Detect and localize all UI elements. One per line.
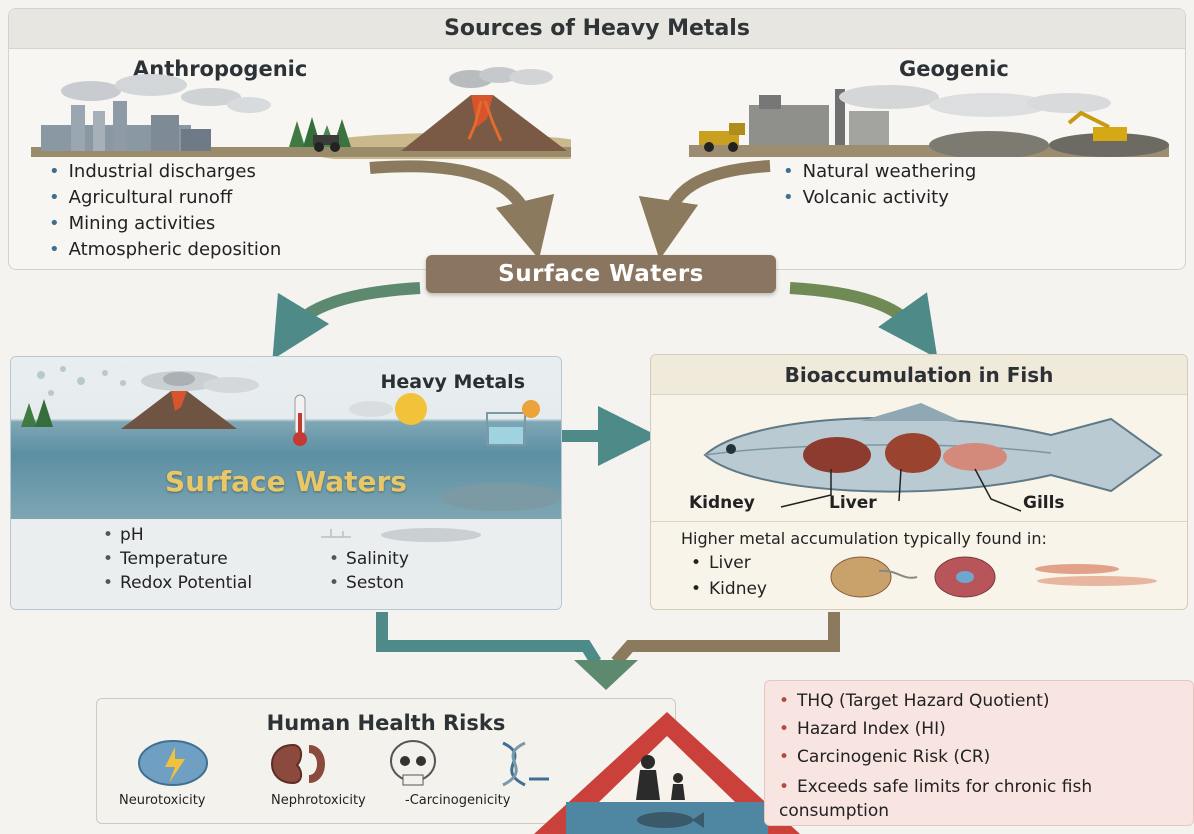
risk-carcinogenicity: -Carcinogenicity <box>405 793 510 808</box>
param-redox: Redox Potential <box>103 573 252 593</box>
arrow-surface-to-water-panel <box>288 288 420 334</box>
fish-anatomy-illustration <box>691 395 1181 523</box>
risk-nephrotoxicity: Nephrotoxicity <box>271 793 366 808</box>
metric-hi: Hazard Index (HI) <box>779 717 946 741</box>
water-illustration: Heavy Metals Surface Waters <box>11 357 561 519</box>
param-salinity: Salinity <box>329 549 409 569</box>
risk-neurotoxicity: Neurotoxicity <box>119 793 205 808</box>
metric-thq: THQ (Target Hazard Quotient) <box>779 689 1050 713</box>
sediment-sketch <box>311 523 511 547</box>
arrow-down-to-health <box>574 660 638 690</box>
brain-icon <box>139 741 207 785</box>
metric-cr: Carcinogenic Risk (CR) <box>779 745 990 769</box>
param-temperature: Temperature <box>103 549 228 569</box>
param-ph: pH <box>103 525 144 545</box>
organ-illustrations <box>827 551 1177 603</box>
organ-kidney: Kidney <box>691 579 767 599</box>
surface-waters-title: Surface Waters <box>11 465 561 498</box>
water-parameters: pH Temperature Salinity Redox Potential … <box>11 519 561 610</box>
label-kidney: Kidney <box>689 493 755 513</box>
surface-waters-label: Surface Waters <box>498 261 704 287</box>
heavy-metals-heading: Heavy Metals <box>380 371 525 393</box>
metric-exceeds: Exceeds safe limits for chronic fish con… <box>779 775 1179 823</box>
surface-waters-pill: Surface Waters <box>426 255 776 293</box>
risk-metrics-panel: THQ (Target Hazard Quotient) Hazard Inde… <box>764 680 1194 826</box>
arrow-geogenic-to-surface <box>664 166 770 230</box>
arrow-water-to-health <box>382 612 596 662</box>
param-seston: Seston <box>329 573 404 593</box>
arrow-fish-to-health <box>616 612 834 662</box>
label-liver: Liver <box>829 493 877 513</box>
warning-sign-icon <box>530 706 804 834</box>
accumulation-text: Higher metal accumulation typically foun… <box>681 529 1047 548</box>
fish-panel-header: Bioaccumulation in Fish <box>651 355 1187 395</box>
surface-waters-panel: Heavy Metals Surface Waters pH Temperatu… <box>10 356 562 610</box>
fish-panel-title: Bioaccumulation in Fish <box>785 363 1054 387</box>
health-icons <box>133 739 573 791</box>
skull-icon <box>391 741 435 785</box>
arrow-anthropogenic-to-surface <box>370 166 532 230</box>
organ-liver: Liver <box>691 553 751 573</box>
label-gills: Gills <box>1023 493 1065 513</box>
bioaccumulation-panel: Bioaccumulation in Fish Kidney Liver Gil… <box>650 354 1188 610</box>
kidney-icon <box>272 745 321 783</box>
arrow-surface-to-fish-panel <box>790 288 920 334</box>
fish-panel-divider <box>651 521 1187 522</box>
